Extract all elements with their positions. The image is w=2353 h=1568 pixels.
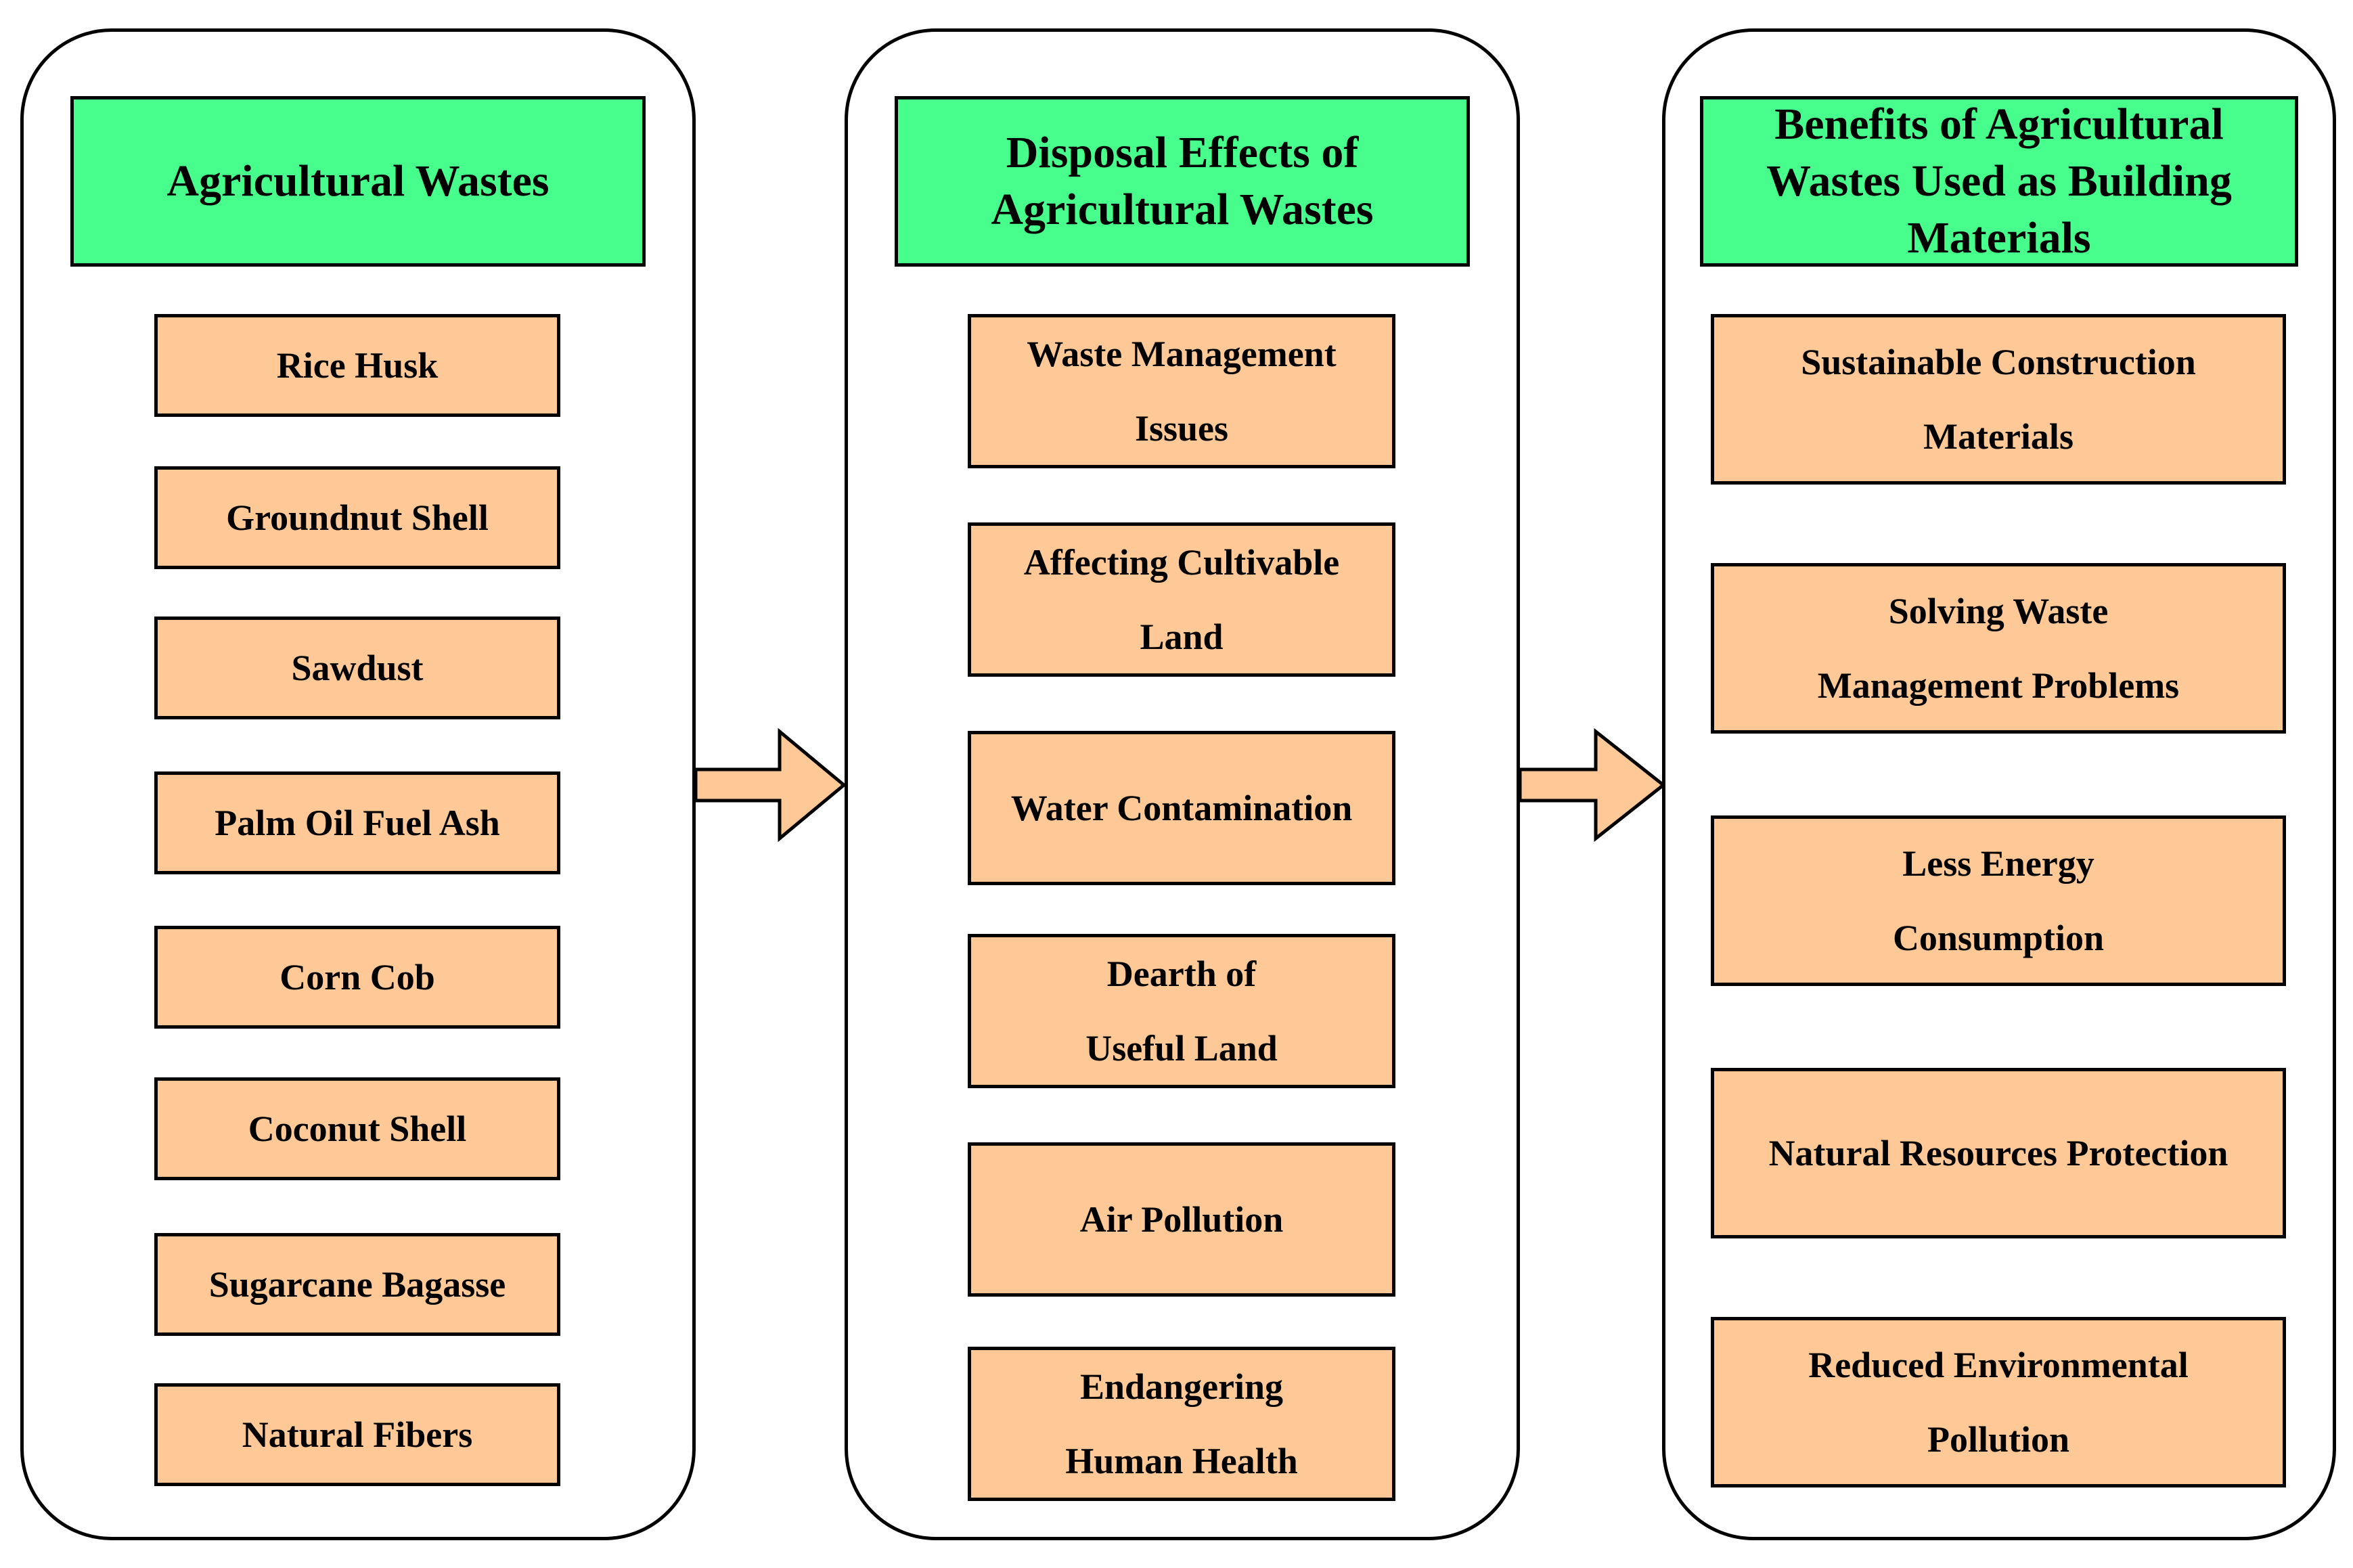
item-endangering-human-health: Endangering Human Health: [968, 1347, 1395, 1501]
item-solving-waste-management-problems: Solving Waste Management Problems: [1711, 563, 2286, 734]
item-natural-resources-protection: Natural Resources Protection: [1711, 1068, 2286, 1238]
header-agricultural-wastes: Agricultural Wastes: [70, 96, 646, 267]
header-benefits: Benefits of Agricultural Wastes Used as …: [1700, 96, 2298, 267]
item-reduced-environmental-pollution: Reduced Environmental Pollution: [1711, 1317, 2286, 1487]
arrow-right-icon: [1518, 727, 1667, 843]
column-benefits: [1662, 28, 2336, 1540]
item-palm-oil-fuel-ash: Palm Oil Fuel Ash: [154, 771, 560, 874]
arrow-right-icon: [694, 727, 847, 843]
item-less-energy-consumption: Less Energy Consumption: [1711, 815, 2286, 986]
item-corn-cob: Corn Cob: [154, 926, 560, 1029]
item-water-contamination: Water Contamination: [968, 731, 1395, 885]
item-sugarcane-bagasse: Sugarcane Bagasse: [154, 1233, 560, 1336]
header-disposal-effects: Disposal Effects of Agricultural Wastes: [895, 96, 1470, 267]
item-air-pollution: Air Pollution: [968, 1142, 1395, 1297]
item-waste-management-issues: Waste Management Issues: [968, 314, 1395, 468]
item-affecting-cultivable-land: Affecting Cultivable Land: [968, 522, 1395, 677]
item-coconut-shell: Coconut Shell: [154, 1077, 560, 1180]
item-groundnut-shell: Groundnut Shell: [154, 466, 560, 569]
item-dearth-of-useful-land: Dearth of Useful Land: [968, 934, 1395, 1088]
item-rice-husk: Rice Husk: [154, 314, 560, 417]
item-natural-fibers: Natural Fibers: [154, 1383, 560, 1486]
item-sawdust: Sawdust: [154, 617, 560, 719]
item-sustainable-construction-materials: Sustainable Construction Materials: [1711, 314, 2286, 485]
